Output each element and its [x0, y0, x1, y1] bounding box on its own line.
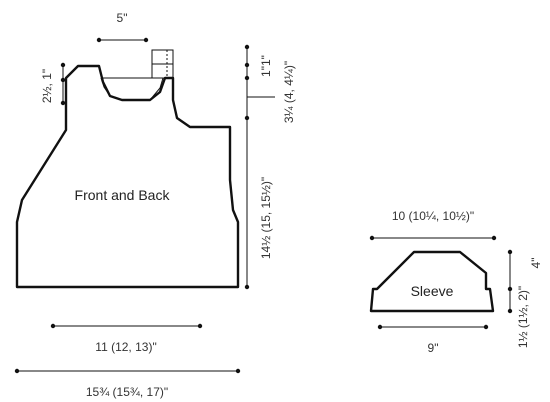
right-height-endpoint [244, 284, 250, 290]
sleeve-top-width-endpoint [491, 235, 497, 241]
strap-drop-endpoint [60, 77, 66, 83]
body-length-label: 14½ (15, 15½)" [259, 177, 273, 259]
sleeve-height-endpoint [507, 249, 513, 255]
hem-width-endpoint [14, 368, 20, 374]
front-back-outline [15, 64, 240, 289]
armhole-depth-label: 3¼ (4, 4¼)" [282, 61, 296, 123]
waist-width-label: 11 (12, 13)" [95, 340, 156, 354]
neck-width-endpoint [96, 37, 102, 43]
sleeve-top-width-endpoint [369, 235, 375, 241]
strap-drop-endpoint [60, 100, 66, 106]
strap-drop-endpoint [60, 62, 66, 68]
sleeve-height-endpoint [507, 308, 513, 314]
sleeve-bottom-width-endpoint [377, 324, 383, 330]
right-height-endpoint [244, 44, 250, 50]
front-back-label: Front and Back [75, 187, 171, 203]
sleeve-side-height-label: 1½ (1½, 2)" [516, 286, 530, 348]
waist-width-endpoint [197, 323, 203, 329]
neck-width-endpoint [143, 37, 149, 43]
neck-width-label: 5" [117, 11, 128, 25]
shoulder-height-label: 1"1" [259, 55, 273, 77]
strap-drop-label: 2½, 1" [40, 69, 54, 103]
right-height-endpoint [244, 62, 250, 68]
right-height-endpoint [244, 75, 250, 81]
sleeve-top-width-label: 10 (10¼, 10½)" [392, 209, 474, 223]
hem-width-endpoint [235, 368, 241, 374]
neckline-curve [100, 77, 164, 101]
sleeve-cap-height-label: 4" [529, 258, 543, 269]
sleeve-height-endpoint [507, 286, 513, 292]
hem-width-label: 15¾ (15¾, 17)" [86, 385, 168, 399]
sleeve-bottom-width-label: 9" [428, 341, 439, 355]
waist-width-endpoint [50, 323, 56, 329]
sleeve-outline [369, 250, 495, 313]
sleeve-bottom-width-endpoint [483, 324, 489, 330]
right-height-endpoint [244, 115, 250, 121]
sleeve-label: Sleeve [411, 283, 454, 299]
